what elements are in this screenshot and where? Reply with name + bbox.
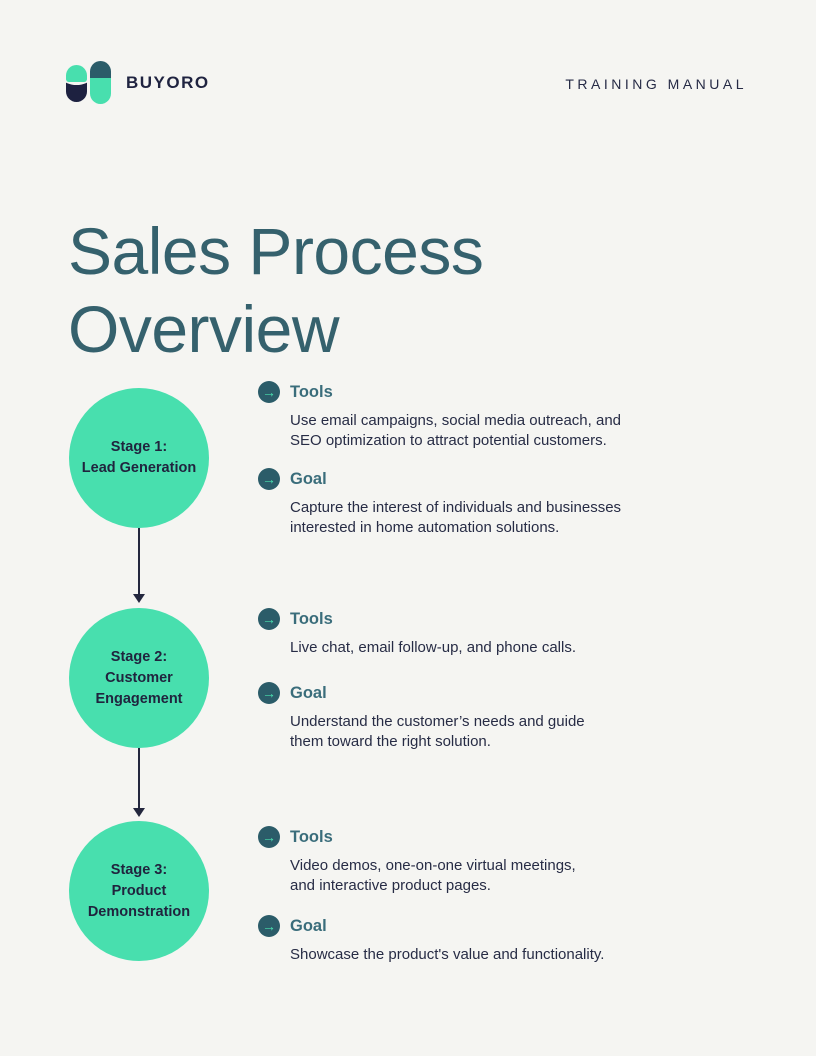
arrow-right-icon: → xyxy=(258,468,280,490)
stage-1-label: Stage 1: Lead Generation xyxy=(81,439,197,476)
page-title: Sales Process Overview xyxy=(68,214,484,367)
goal-label: Goal xyxy=(290,683,327,702)
logo-right-shape xyxy=(90,61,111,104)
connector-line-2 xyxy=(138,748,140,810)
goal-text: Understand the customer’s needs and guid… xyxy=(290,713,585,750)
arrow-right-icon: → xyxy=(258,682,280,704)
tools-text: Live chat, email follow-up, and phone ca… xyxy=(290,639,576,656)
goal-label: Goal xyxy=(290,469,327,488)
tools-label: Tools xyxy=(290,827,333,846)
stage-3-label: Stage 3: Product Demonstration xyxy=(87,861,191,920)
connector-line-1 xyxy=(138,528,140,596)
arrow-right-icon: → xyxy=(258,381,280,403)
stage-1-content: → Tools Use email campaigns, social medi… xyxy=(258,381,658,538)
logo-left-shape xyxy=(64,65,89,102)
arrow-down-icon xyxy=(133,808,145,817)
tools-section-header: → Tools xyxy=(258,381,658,403)
buyoro-logo-icon xyxy=(64,61,111,104)
stage-2-label: Stage 2: Customer Engagement xyxy=(95,648,183,707)
tools-text: Use email campaigns, social media outrea… xyxy=(290,412,622,449)
document-type-label: TRAINING MANUAL xyxy=(565,76,747,92)
goal-section-header: → Goal xyxy=(258,468,658,490)
arrow-right-icon: → xyxy=(258,915,280,937)
tools-section-header: → Tools xyxy=(258,608,658,630)
arrow-right-icon: → xyxy=(258,608,280,630)
brand-name: BUYORO xyxy=(126,73,210,92)
stage-2-circle: Stage 2: Customer Engagement xyxy=(69,608,209,748)
stage-3-content: → Tools Video demos, one-on-one virtual … xyxy=(258,826,658,965)
arrow-right-icon: → xyxy=(258,826,280,848)
arrow-down-icon xyxy=(133,594,145,603)
tools-text: Video demos, one-on-one virtual meetings… xyxy=(290,857,576,894)
goal-label: Goal xyxy=(290,916,327,935)
tools-section-header: → Tools xyxy=(258,826,658,848)
stage-2-content: → Tools Live chat, email follow-up, and … xyxy=(258,608,658,752)
goal-text: Showcase the product's value and functio… xyxy=(290,946,605,963)
stage-1-circle: Stage 1: Lead Generation xyxy=(69,388,209,528)
goal-text: Capture the interest of individuals and … xyxy=(290,499,622,536)
goal-section-header: → Goal xyxy=(258,915,658,937)
tools-label: Tools xyxy=(290,382,333,401)
stage-3-circle: Stage 3: Product Demonstration xyxy=(69,821,209,961)
tools-label: Tools xyxy=(290,609,333,628)
goal-section-header: → Goal xyxy=(258,682,658,704)
